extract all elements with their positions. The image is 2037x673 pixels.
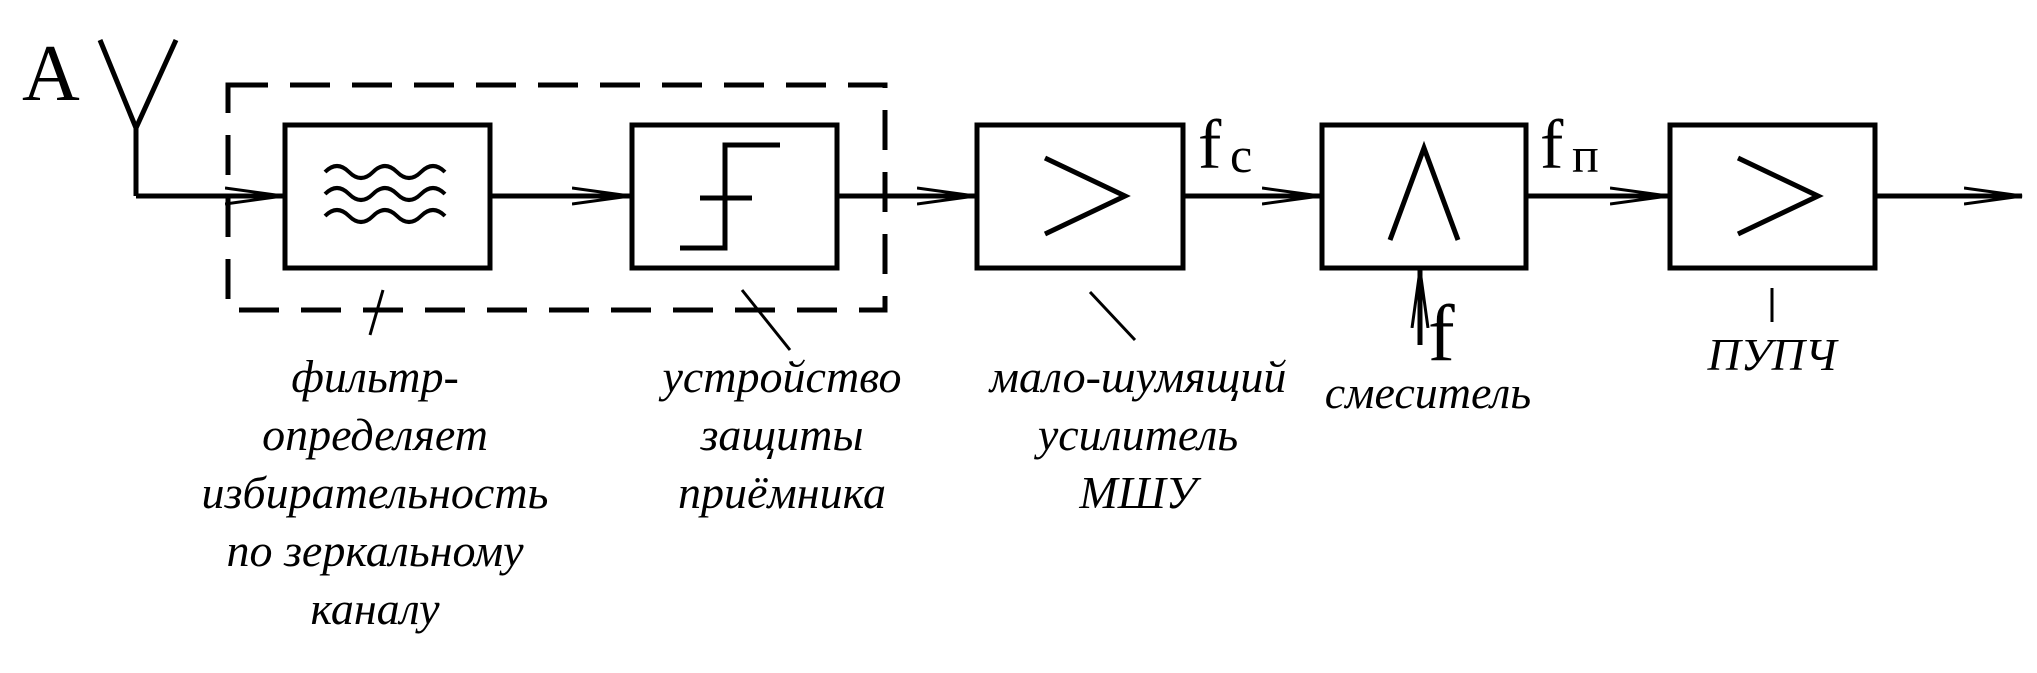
ifamp-box	[1667, 122, 1878, 271]
antenna-label: A	[22, 30, 80, 118]
antenna: A	[22, 30, 179, 196]
filter-box	[282, 122, 493, 271]
filter-block	[282, 122, 493, 336]
svg-text:избирательность: избирательность	[202, 467, 549, 518]
svg-text:устройство: устройство	[658, 351, 901, 402]
svg-text:каналу: каналу	[310, 583, 440, 634]
filter-caption: фильтр- определяет избирательность по зе…	[202, 351, 549, 634]
svg-text:фильтр-: фильтр-	[291, 351, 459, 402]
mixer-caption: смеситель	[1325, 367, 1531, 418]
lna-caption: мало-шумящий усилитель МШУ	[988, 351, 1287, 518]
svg-text:смеситель: смеситель	[1325, 367, 1531, 418]
waves-icon	[323, 164, 447, 224]
signal-local-oscillator-label: f	[1428, 290, 1455, 378]
amplifier-triangle-icon	[1736, 155, 1824, 237]
amplifier-triangle-icon	[1043, 155, 1131, 237]
svg-text:мало-шумящий: мало-шумящий	[988, 351, 1287, 402]
antenna-icon	[97, 38, 179, 196]
protection-leader-line	[740, 289, 792, 351]
svg-text:защиты: защиты	[699, 409, 863, 460]
svg-text:п: п	[1572, 127, 1599, 183]
lna-leader-line	[1088, 290, 1137, 342]
ifamp-block	[1667, 122, 1878, 322]
limiter-step-icon	[680, 142, 780, 251]
svg-text:c: c	[1230, 127, 1252, 183]
svg-text:определяет: определяет	[262, 409, 488, 460]
svg-text:f: f	[1198, 107, 1222, 184]
svg-text:приёмника: приёмника	[678, 467, 886, 518]
protection-caption: устройство защиты приёмника	[658, 351, 901, 518]
lna-block	[974, 122, 1186, 342]
protection-block	[629, 122, 840, 351]
mixer-caret-icon	[1387, 140, 1461, 241]
svg-text:f: f	[1428, 290, 1455, 378]
svg-text:по зеркальному: по зеркальному	[226, 525, 524, 576]
ifamp-caption: ПУПЧ	[1706, 329, 1838, 380]
filter-leader-line	[368, 289, 385, 336]
signal-fp-label: f п	[1540, 107, 1599, 184]
lna-box	[974, 122, 1186, 271]
svg-text:ПУПЧ: ПУПЧ	[1706, 329, 1838, 380]
signal-path	[136, 196, 2022, 345]
signal-fc-label: f c	[1198, 107, 1252, 184]
mixer-block	[1319, 122, 1529, 271]
svg-text:усилитель: усилитель	[1034, 409, 1238, 460]
svg-text:f: f	[1540, 107, 1564, 184]
svg-text:МШУ: МШУ	[1078, 467, 1201, 518]
